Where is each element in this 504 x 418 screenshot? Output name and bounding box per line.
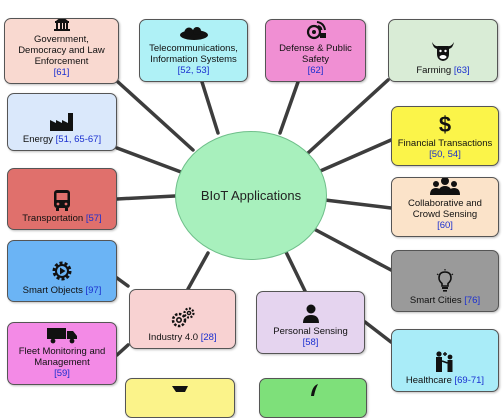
node-government[interactable]: Government, Democracy and Law Enforcemen… <box>4 18 119 84</box>
node-smart-objects-ref: [97] <box>85 285 102 296</box>
connector-farming <box>306 78 390 155</box>
connector-transport <box>115 194 177 201</box>
node-bottom-green[interactable] <box>259 378 367 418</box>
node-industry-ref: [28] <box>200 332 217 343</box>
leaf-icon <box>302 382 324 398</box>
node-government-label: Government, Democracy and Law Enforcemen… <box>18 34 105 67</box>
connector-finance <box>316 138 393 174</box>
node-healthcare-label: Healthcare [69-71] <box>405 375 485 386</box>
node-smart-cities-ref: [76] <box>464 295 481 306</box>
node-government-ref: [61] <box>53 67 70 78</box>
node-transportation-ref: [57] <box>85 213 102 224</box>
node-energy-label: Energy [51, 65-67] <box>22 134 102 145</box>
gear-play-icon <box>50 259 74 283</box>
hub-label: BIoT Applications <box>200 188 302 203</box>
node-industry-label: Industry 4.0 [28] <box>148 332 217 343</box>
person-icon <box>302 304 320 324</box>
connector-telecom <box>200 80 220 135</box>
connector-health <box>363 320 393 344</box>
connector-smartcity <box>312 227 393 272</box>
connector-energy <box>115 146 183 174</box>
node-smart-cities[interactable]: Smart Cities [76] <box>391 250 499 312</box>
capitol-building-icon <box>52 19 72 32</box>
node-farming-ref: [63] <box>453 65 470 76</box>
node-defense-label: Defense & Public Safety <box>279 43 352 65</box>
crowd-icon <box>429 178 461 196</box>
node-financial-ref: [50, 54] <box>429 149 461 160</box>
node-fleet-ref: [59] <box>54 368 70 379</box>
cow-icon <box>430 39 456 63</box>
node-smart-cities-label: Smart Cities [76] <box>409 295 481 306</box>
connector-personal <box>284 250 307 293</box>
node-collaborative[interactable]: Collaborative and Crowd Sensing [60] <box>391 177 499 237</box>
healthcare-icon <box>433 351 457 373</box>
node-smart-objects-label: Smart Objects [97] <box>22 285 102 296</box>
cloud-icon <box>178 27 210 41</box>
node-personal-sensing[interactable]: Personal Sensing [58] <box>256 291 365 354</box>
node-fleet-label: Fleet Monitoring and Management <box>18 346 106 368</box>
drone-icon <box>305 20 327 41</box>
node-telecommunications[interactable]: Telecommunications, Information Systems … <box>139 19 248 82</box>
node-energy-ref: [51, 65-67] <box>55 134 102 145</box>
node-smart-objects[interactable]: Smart Objects [97] <box>7 240 117 302</box>
node-energy[interactable]: Energy [51, 65-67] <box>7 93 117 151</box>
node-personal-sensing-ref: [58] <box>302 337 319 348</box>
node-healthcare-ref: [69-71] <box>454 375 485 386</box>
gears-icon <box>169 306 197 330</box>
lightbulb-icon <box>436 269 454 293</box>
connector-gov <box>116 80 195 152</box>
node-telecommunications-ref: [52, 53] <box>177 65 210 76</box>
hub-circle: BIoT Applications <box>175 131 327 260</box>
cart-icon <box>169 382 191 398</box>
node-transportation-label: Transportation [57] <box>22 213 102 224</box>
node-defense-ref: [62] <box>307 65 324 76</box>
node-fleet[interactable]: Fleet Monitoring and Management [59] <box>7 322 117 385</box>
bus-icon <box>53 189 71 211</box>
node-financial-label: Financial Transactions <box>397 138 493 149</box>
node-defense[interactable]: Defense & Public Safety [62] <box>265 19 366 82</box>
connector-lines <box>115 78 393 357</box>
node-telecommunications-label: Telecommunications, Information Systems <box>149 43 238 65</box>
connector-industry <box>186 251 210 291</box>
node-collaborative-label: Collaborative and Crowd Sensing <box>408 198 482 220</box>
node-farming[interactable]: Farming [63] <box>388 19 498 82</box>
connector-smartobj <box>115 276 130 288</box>
node-industry[interactable]: Industry 4.0 [28] <box>129 289 236 349</box>
connector-collab <box>323 198 393 210</box>
factory-icon <box>49 112 75 132</box>
node-bottom-yellow[interactable] <box>125 378 235 418</box>
dollar-icon: $ <box>438 112 452 137</box>
node-healthcare[interactable]: Healthcare [69-71] <box>391 329 499 392</box>
connector-defense <box>278 80 300 135</box>
node-transportation[interactable]: Transportation [57] <box>7 168 117 230</box>
connector-fleet <box>115 343 130 357</box>
node-financial[interactable]: $ Financial Transactions [50, 54] <box>391 106 499 166</box>
node-farming-label: Farming [63] <box>416 65 470 76</box>
node-personal-sensing-label: Personal Sensing <box>273 326 348 337</box>
truck-icon <box>46 326 78 344</box>
node-collaborative-ref: [60] <box>437 220 453 231</box>
